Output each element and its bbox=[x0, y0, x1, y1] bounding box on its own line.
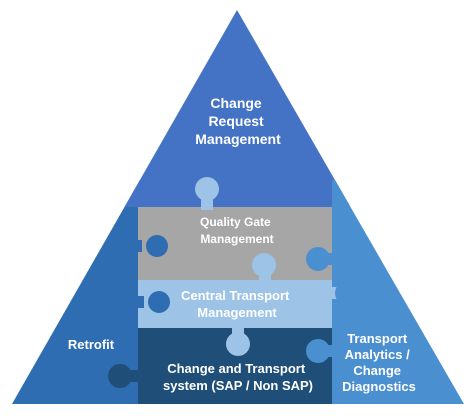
puzzle-knob-bottom-center bbox=[226, 325, 250, 356]
retrofit-label: Retrofit bbox=[68, 337, 115, 352]
change-transport-line-1: Change and Transport bbox=[167, 361, 306, 376]
puzzle-knob-right-bottom bbox=[306, 339, 336, 363]
puzzle-knob-right-central bbox=[326, 281, 359, 305]
change-request-line-1: Change bbox=[210, 95, 262, 111]
puzzle-knob-right-gate bbox=[306, 247, 338, 271]
quality-gate-label: Quality Gate Management bbox=[200, 215, 274, 246]
change-request-line-3: Management bbox=[195, 131, 281, 147]
puzzle-knob-left-gate bbox=[130, 235, 168, 257]
change-request-line-2: Request bbox=[208, 113, 264, 129]
central-transport-line-1: Central Transport bbox=[181, 288, 290, 303]
analytics-line-1: Transport bbox=[347, 331, 408, 346]
analytics-line-2: Analytics / bbox=[345, 347, 410, 362]
puzzle-knob-top bbox=[195, 177, 219, 210]
analytics-upper-region bbox=[332, 180, 464, 207]
analytics-line-3: Change bbox=[353, 363, 401, 378]
puzzle-knob-left-central bbox=[130, 291, 170, 313]
analytics-line-4: Diagnostics bbox=[342, 379, 416, 394]
quality-gate-line-1: Quality Gate bbox=[200, 215, 271, 229]
central-transport-block bbox=[138, 280, 332, 328]
quality-gate-block bbox=[138, 207, 332, 280]
change-transport-label: Change and Transport system (SAP / Non S… bbox=[163, 361, 313, 393]
change-transport-line-2: system (SAP / Non SAP) bbox=[163, 378, 313, 393]
puzzle-knob-left-bottom bbox=[108, 364, 142, 388]
quality-gate-line-2: Management bbox=[200, 232, 273, 246]
central-transport-label: Central Transport Management bbox=[181, 288, 293, 320]
puzzle-knob-center bbox=[252, 253, 276, 284]
change-request-label: Change Request Management bbox=[195, 95, 281, 147]
analytics-label: Transport Analytics / Change Diagnostics bbox=[342, 331, 416, 394]
central-transport-line-2: Management bbox=[197, 305, 277, 320]
